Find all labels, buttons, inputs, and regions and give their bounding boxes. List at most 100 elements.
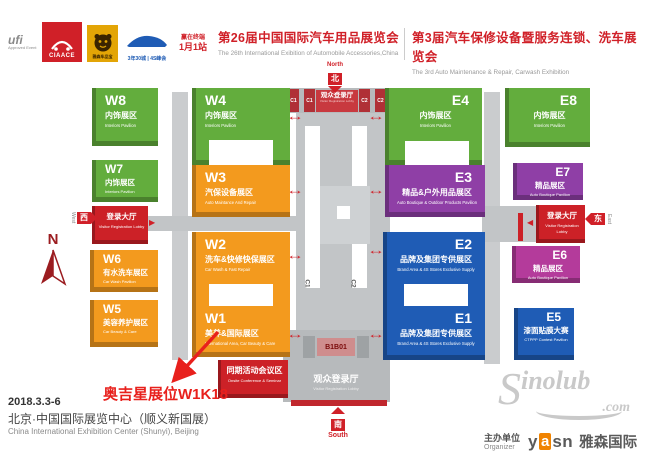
north-lobby-en: Visitor Registration Lobby	[319, 99, 355, 104]
gate-tab-c1b: C1	[304, 89, 315, 112]
compass-needle-icon	[41, 249, 67, 286]
car-outline-icon	[51, 40, 73, 51]
hall-notch	[209, 284, 273, 306]
hall-id: W7	[105, 162, 123, 176]
north-marker: North 北	[316, 62, 354, 93]
title-right-cn: 第3届汽车保修设备暨服务连锁、洗车展览会	[412, 31, 637, 64]
hall-E1: E1 品牌及集团专供展区 Brand Area & 4S Stores Excl…	[387, 306, 485, 346]
hall-name-cn: 内饰展区	[205, 111, 237, 121]
organizer-cn: 主办单位	[484, 433, 521, 443]
hall-name-en: Interiors Pavilion	[420, 123, 451, 129]
east-marker: 东 East	[585, 213, 612, 225]
hall-name-en: Car Wash & Fast Repair	[205, 267, 251, 273]
lobby-cn: 登录大厅	[547, 211, 577, 220]
hall-name-en: Auto Boutique Pavilion	[527, 275, 569, 281]
double-arrow-icon: ↔	[286, 183, 304, 197]
conference-cn: 同期活动会议区	[226, 366, 283, 375]
yasn-logo-a: a	[538, 433, 552, 450]
lobby-cn: 登录大厅	[106, 212, 137, 221]
hall-id: E2	[454, 236, 472, 252]
hall-id: W8	[105, 92, 126, 108]
hall-id: E3	[454, 169, 472, 185]
summit-logo-text: 3年30城 | 4S峰会	[127, 56, 167, 62]
yasn-logo: y a sn 雅森国际	[528, 431, 637, 452]
title-left-cn: 第26届中国国际汽车用品展览会	[218, 31, 399, 45]
east-arrow-icon: 东	[591, 213, 605, 225]
tiger-icon	[94, 34, 111, 52]
north-lobby-label: 观众登录厅 Visitor Registration Lobby	[316, 90, 358, 112]
hall-id: E4	[451, 92, 469, 108]
ufi-logo: ufi Approved Event	[8, 34, 42, 50]
watermark-com: .com	[602, 400, 630, 415]
hall-name-en: International Area, Car Beauty & Care	[205, 341, 276, 347]
hall-name-cn: 汽保设备展区	[205, 188, 253, 198]
west-walkway	[146, 216, 296, 231]
venue-en: China International Exhibition Center (S…	[8, 427, 199, 436]
west-registration-lobby: 登录大厅 Visitor Registration Lobby	[92, 206, 148, 244]
double-arrow-icon: ↔	[286, 109, 304, 123]
yasn-logo-pre: y	[528, 431, 538, 451]
hall-E6: E6 精品展区 Auto Boutique Pavilion	[512, 246, 580, 283]
corridor-label-c2: C2	[349, 279, 357, 288]
hall-id: W1	[205, 310, 226, 326]
event-date: 2018.3.3-6	[8, 396, 61, 408]
entry-arrow-icon: ◀	[527, 218, 534, 227]
slogan-block: 赢在终端 1月1站	[176, 35, 210, 53]
hall-id: E1	[454, 310, 472, 326]
hall-name-en: Car Beauty & Care	[103, 329, 137, 335]
hall-name-cn: 品牌及集团专供展区	[400, 329, 472, 339]
sinolub-watermark: Sinolub .com	[498, 366, 648, 424]
double-arrow-icon: ↔	[286, 248, 304, 262]
gate-tab-c2b: C2	[375, 89, 386, 112]
double-arrow-icon: ↔	[367, 183, 385, 197]
double-arrow-icon: ↔	[286, 327, 304, 341]
south-label: South	[328, 432, 348, 439]
hall-name-cn: 漆面贴膜大赛	[523, 326, 569, 336]
hall-notch	[405, 141, 469, 165]
hall-W8: W8 内饰展区 Interiors Pavilion	[92, 88, 158, 146]
south-marker: 南 South	[320, 407, 356, 439]
east-red-bar	[518, 213, 523, 241]
east-arrow-tip-icon	[585, 213, 591, 225]
hall-W2-W1: W2 洗车&快修快保展区 Car Wash & Fast Repair W1 美…	[192, 232, 290, 357]
hall-name-en: Auto Boutique & Outdoor Products Pavilio…	[396, 200, 478, 206]
organizer-en: Organizer	[484, 443, 515, 451]
hall-id: W5	[103, 302, 121, 316]
east-registration-lobby: 登录大厅 Visitor Registration Lobby	[536, 205, 585, 243]
hall-name-en: Interiors Pavilion	[105, 189, 135, 195]
double-arrow-icon: ↔	[367, 243, 385, 257]
hall-name-en: Interiors Pavilion	[105, 123, 136, 129]
yasn-logo-post: sn	[552, 431, 574, 451]
south-lobby-label: 观众登录厅 Visitor Registration Lobby	[288, 372, 384, 391]
organizer-name: 雅森国际	[579, 435, 638, 451]
hall-W2: W2 洗车&快修快保展区 Car Wash & Fast Repair	[196, 232, 290, 272]
ufi-logo-text: ufi	[8, 33, 23, 47]
organizer-label: 主办单位 Organizer	[484, 433, 520, 452]
hall-name-cn: 内饰展区	[105, 178, 135, 188]
gate-tab-c1a: C1	[288, 89, 299, 112]
hall-E7: E7 精品展区 Auto Boutique Pavilion	[513, 163, 583, 200]
hall-name-cn: 内饰展区	[419, 111, 452, 121]
ciaace-logo: CIAACE	[42, 22, 82, 62]
watermark-swoosh	[536, 402, 622, 420]
west-marker: West 西	[70, 212, 97, 224]
hall-name-en: Auto Maintance And Repair	[205, 200, 256, 206]
west-label: West	[70, 212, 76, 224]
b1b01-side	[357, 336, 369, 358]
lobby-en: Visitor Registration Lobby	[545, 223, 579, 234]
corridor-label-c1: C1	[303, 279, 311, 288]
title-divider	[404, 28, 405, 60]
summit-logo: 3年30城 | 4S峰会	[124, 33, 170, 62]
b1b01-side	[303, 336, 315, 358]
south-lobby-cn: 观众登录厅	[313, 374, 359, 384]
hall-E5: E5 漆面贴膜大赛 CTPPP Contest Pavilion	[514, 308, 574, 360]
hall-name-cn: 精品展区	[535, 181, 565, 191]
east-label: East	[606, 213, 612, 224]
b1b01-block: B1B01	[303, 336, 369, 358]
hall-name-cn: 品牌及集团专供展区	[400, 255, 472, 265]
exhibition-title-right: 第3届汽车保修设备暨服务连锁、洗车展览会 The 3rd Auto Mainte…	[412, 27, 644, 76]
hall-name-cn: 内饰展区	[105, 111, 137, 121]
hall-name-en: Car Wash Pavilion	[103, 279, 136, 285]
hall-notch	[209, 140, 273, 165]
